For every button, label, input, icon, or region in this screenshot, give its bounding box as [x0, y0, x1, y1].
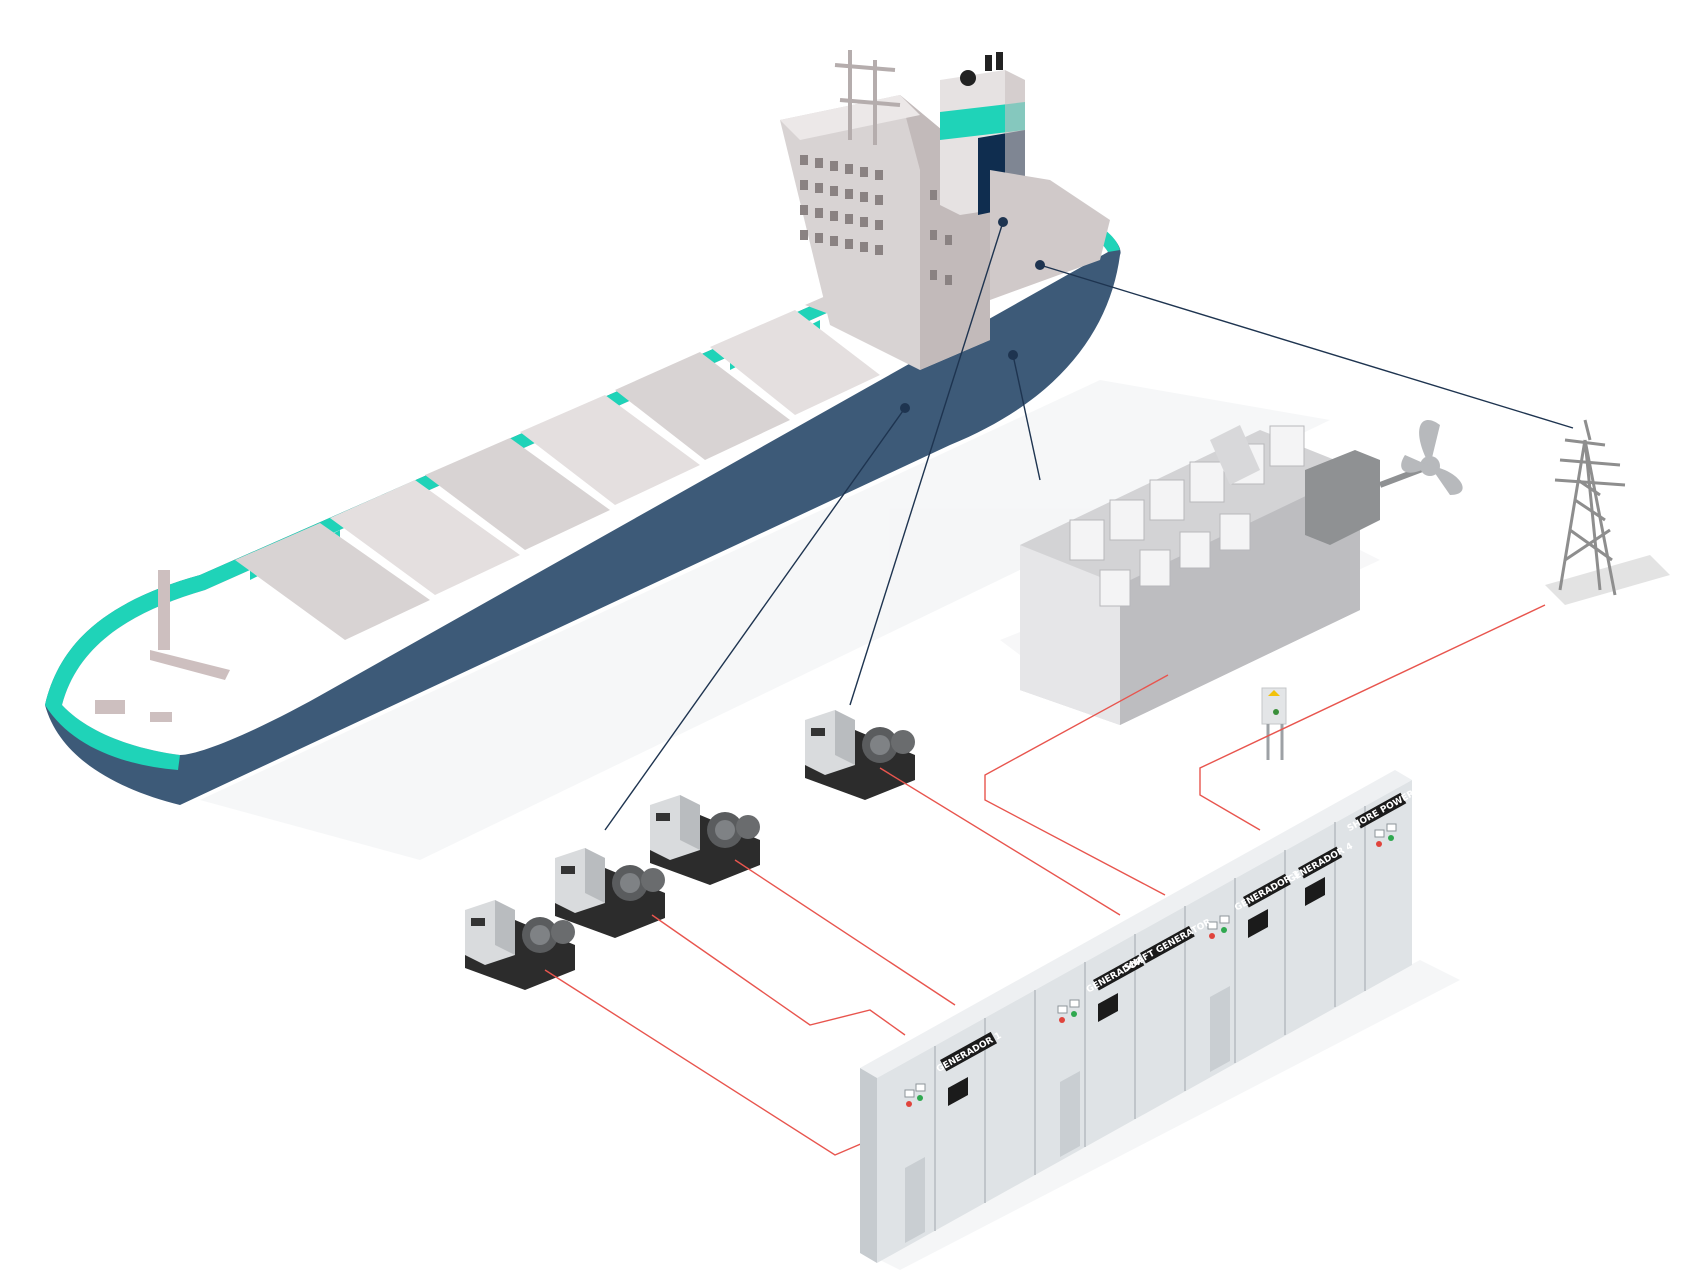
propeller-icon: [1401, 419, 1463, 495]
pylon-icon: [1545, 419, 1670, 605]
bow-equipment: [95, 570, 230, 722]
main-engine: [1020, 419, 1463, 725]
indicator-lights: [906, 835, 1394, 1107]
ship: [45, 50, 1121, 805]
genset-icon: [650, 795, 760, 885]
genset-icon: [805, 710, 915, 800]
power-cables: [544, 604, 1546, 1156]
junction-box-icon: [1261, 687, 1287, 760]
callout-dots: [900, 217, 1045, 413]
callout-lines: [604, 221, 1574, 831]
shaft-generator: [1305, 450, 1380, 545]
ship-superstructure: [780, 50, 1110, 370]
switchboard: GENERADOR 1 GENERADOR 2 SHAFT GENERATOR …: [860, 770, 1416, 1263]
